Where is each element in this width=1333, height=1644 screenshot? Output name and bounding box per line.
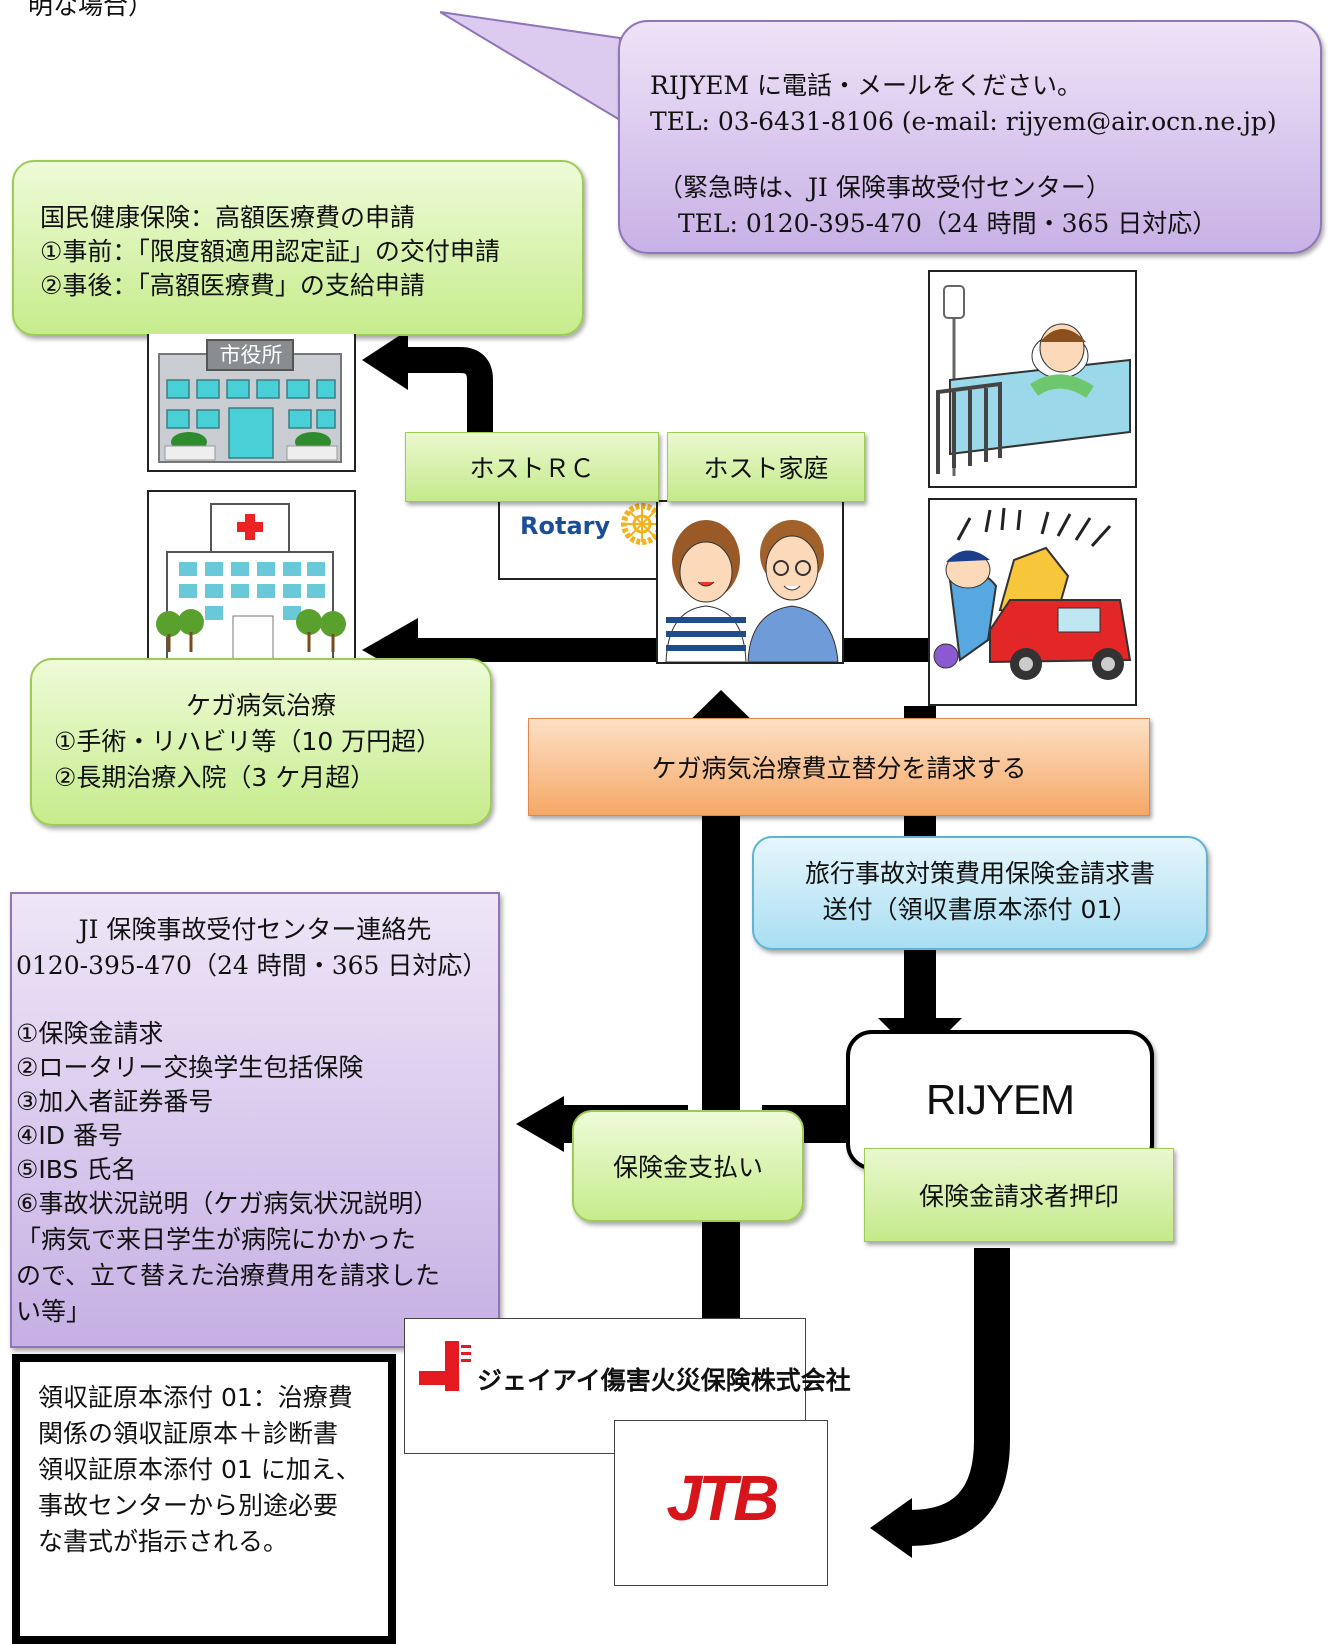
- ji-logo-mark-icon: [419, 1341, 471, 1391]
- receipt-note-line2: 関係の領収証原本＋診断書: [38, 1419, 339, 1448]
- ji-item-claim: ①保険金請求: [16, 1019, 164, 1048]
- treatment-surgery: ①手術・リハビリ等（10 万円超）: [54, 727, 442, 756]
- city-hall-sign: 市役所: [219, 343, 283, 367]
- treatment-long-stay: ②長期治療入院（3 ケ月超）: [54, 763, 376, 792]
- travel-claim-line2: 送付（領収書原本添付 01）: [822, 895, 1138, 924]
- ji-company-name: ジェイアイ傷害火災保険株式会社: [477, 1366, 851, 1395]
- arrow-rijyem-to-jtb: [905, 1248, 1010, 1546]
- ji-item-ibs: ⑤IBS 氏名: [16, 1155, 137, 1184]
- ji-item-situation: ⑥事故状況説明（ケガ病気状況説明）: [16, 1189, 439, 1218]
- receipt-note-line3: 領収証原本添付 01 に加え、: [38, 1455, 361, 1484]
- rijyem-contact-bubble: RIJYEM に電話・メールをください。 TEL: 03-6431-8106 (…: [618, 20, 1322, 254]
- car-accident-icon: [933, 507, 1132, 680]
- travel-claim-line1: 旅行事故対策費用保険金請求書: [804, 859, 1155, 888]
- national-insurance-title: 国民健康保険：高額医療費の申請: [40, 203, 416, 232]
- rotary-logo-text: Rotary: [520, 512, 611, 540]
- patient-in-bed-image: [928, 270, 1137, 488]
- arrow-up-to-family: [702, 726, 740, 1334]
- national-insurance-box: 国民健康保険：高額医療費の申請 ①事前：「限度額適用認定証」の交付申請 ②事後：…: [12, 160, 584, 336]
- city-hall-image: 市役所: [147, 334, 356, 472]
- ji-center-box: JI 保険事故受付センター連絡先 0120-395-470（24 時間・365 …: [10, 892, 500, 1348]
- arrow-patient-to-family: [843, 638, 931, 662]
- travel-claim-box: 旅行事故対策費用保険金請求書 送付（領収書原本添付 01）: [752, 836, 1208, 950]
- receipt-note-line4: 事故センターから別途必要: [38, 1491, 339, 1520]
- receipt-note-line1: 領収証原本添付 01：治療費: [38, 1383, 353, 1412]
- bubble-tail: [440, 11, 621, 122]
- ji-quote-line3: い等」: [16, 1297, 92, 1326]
- ji-center-phone: 0120-395-470（24 時間・365 日対応）: [16, 951, 488, 980]
- national-insurance-before: ①事前：「限度額適用認定証」の交付申請: [40, 237, 500, 266]
- claim-expenses-box: ケガ病気治療費立替分を請求する: [528, 718, 1150, 816]
- city-hall-icon: [158, 339, 342, 463]
- ji-item-id: ④ID 番号: [16, 1121, 123, 1150]
- jtb-logo-text: JTB: [666, 1462, 780, 1534]
- arrow-to-city-hall: [400, 347, 493, 452]
- receipt-note-line5: な書式が指示される。: [38, 1527, 289, 1556]
- arrow-to-ji-head: [516, 1096, 564, 1152]
- national-insurance-after: ②事後：「高額医療費」の支給申請: [40, 271, 425, 300]
- patient-bed-icon: [936, 285, 1131, 476]
- rijyem-contact-line1: RIJYEM に電話・メールをください。: [650, 71, 1083, 100]
- hospital-image: [147, 490, 356, 664]
- ji-item-number: ③加入者証券番号: [16, 1087, 214, 1116]
- treatment-box: ケガ病気治療 ①手術・リハビリ等（10 万円超） ②長期治療入院（3 ケ月超）: [30, 658, 492, 826]
- ji-center-title: JI 保険事故受付センター連絡先: [78, 915, 432, 944]
- host-family-image: [656, 500, 844, 664]
- claimant-stamp-label: 保険金請求者押印: [864, 1148, 1174, 1242]
- host-family-icon: [665, 520, 839, 662]
- host-family-label: ホスト家庭: [667, 432, 865, 502]
- insurance-payment-label: 保険金支払い: [572, 1110, 804, 1222]
- rijyem-contact-line2: TEL: 03-6431-8106 (e-mail: rijyem@air.oc…: [650, 107, 1277, 136]
- emergency-line1: （緊急時は、JI 保険事故受付センター）: [658, 173, 1111, 202]
- ji-quote-line1: 「病気で来日学生が病院にかかった: [16, 1225, 417, 1254]
- top-note: 明な場合）: [28, 0, 154, 20]
- hospital-icon: [156, 503, 346, 661]
- arrow-to-city-hall-head: [362, 330, 408, 390]
- arrow-to-jtb-head: [870, 1498, 912, 1558]
- host-rc-label: ホストＲＣ: [405, 432, 659, 502]
- ji-item-policy: ②ロータリー交換学生包括保険: [16, 1053, 364, 1082]
- receipt-note-box: 領収証原本添付 01：治療費 関係の領収証原本＋診断書 領収証原本添付 01 に…: [12, 1354, 396, 1644]
- treatment-title: ケガ病気治療: [185, 691, 336, 720]
- traffic-accident-image: [928, 498, 1137, 706]
- jtb-logo-box: JTB: [614, 1420, 828, 1586]
- emergency-line2: TEL: 0120-395-470（24 時間・365 日対応）: [678, 209, 1218, 238]
- ji-quote-line2: ので、立て替えた治療費用を請求した: [16, 1261, 441, 1290]
